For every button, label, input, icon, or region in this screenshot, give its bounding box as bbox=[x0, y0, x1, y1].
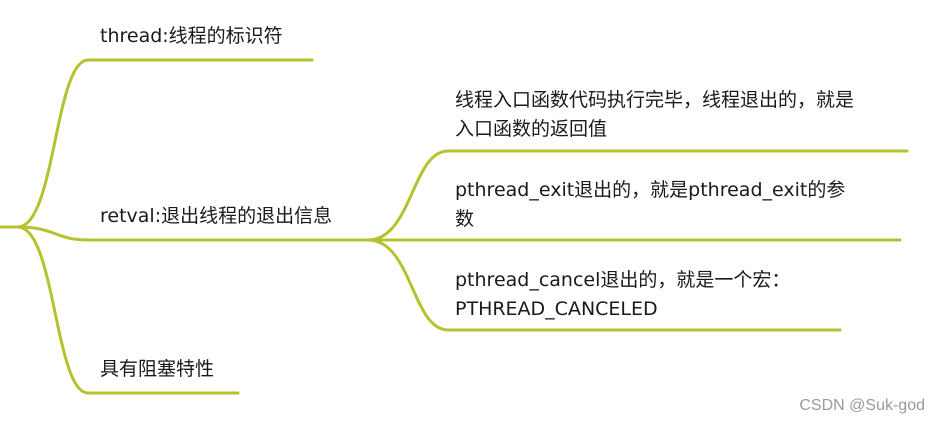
retval-child-1-line-1: 线程入口函数代码执行完毕，线程退出的，就是 bbox=[455, 89, 855, 111]
branch-thread-label: thread:线程的标识符 bbox=[100, 25, 283, 47]
retval-child-1-line-2: 入口函数的返回值 bbox=[455, 118, 608, 140]
retval-child-2: pthread_exit退出的，就是pthread_exit的参 数 bbox=[455, 176, 845, 234]
retval-child-3-line-1: pthread_cancel退出的，就是一个宏： bbox=[455, 269, 791, 291]
branch-retval-connector bbox=[16, 225, 370, 242]
branch-blocking-label: 具有阻塞特性 bbox=[100, 358, 215, 380]
retval-child-2-line-1: pthread_exit退出的，就是pthread_exit的参 bbox=[455, 179, 846, 201]
retval-child-3: pthread_cancel退出的，就是一个宏： PTHREAD_CANCELE… bbox=[455, 266, 790, 324]
branch-thread-connector bbox=[16, 58, 314, 229]
branch-blocking-connector bbox=[16, 225, 240, 395]
watermark: CSDN @Suk-god bbox=[799, 397, 925, 414]
child-1-connector bbox=[366, 149, 909, 242]
branch-retval-label: retval:退出线程的退出信息 bbox=[100, 205, 333, 227]
retval-child-1: 线程入口函数代码执行完毕，线程退出的，就是 入口函数的返回值 bbox=[455, 86, 854, 144]
retval-child-2-line-2: 数 bbox=[455, 208, 475, 230]
retval-child-3-line-2: PTHREAD_CANCELED bbox=[455, 298, 658, 320]
child-3-connector bbox=[366, 238, 842, 332]
